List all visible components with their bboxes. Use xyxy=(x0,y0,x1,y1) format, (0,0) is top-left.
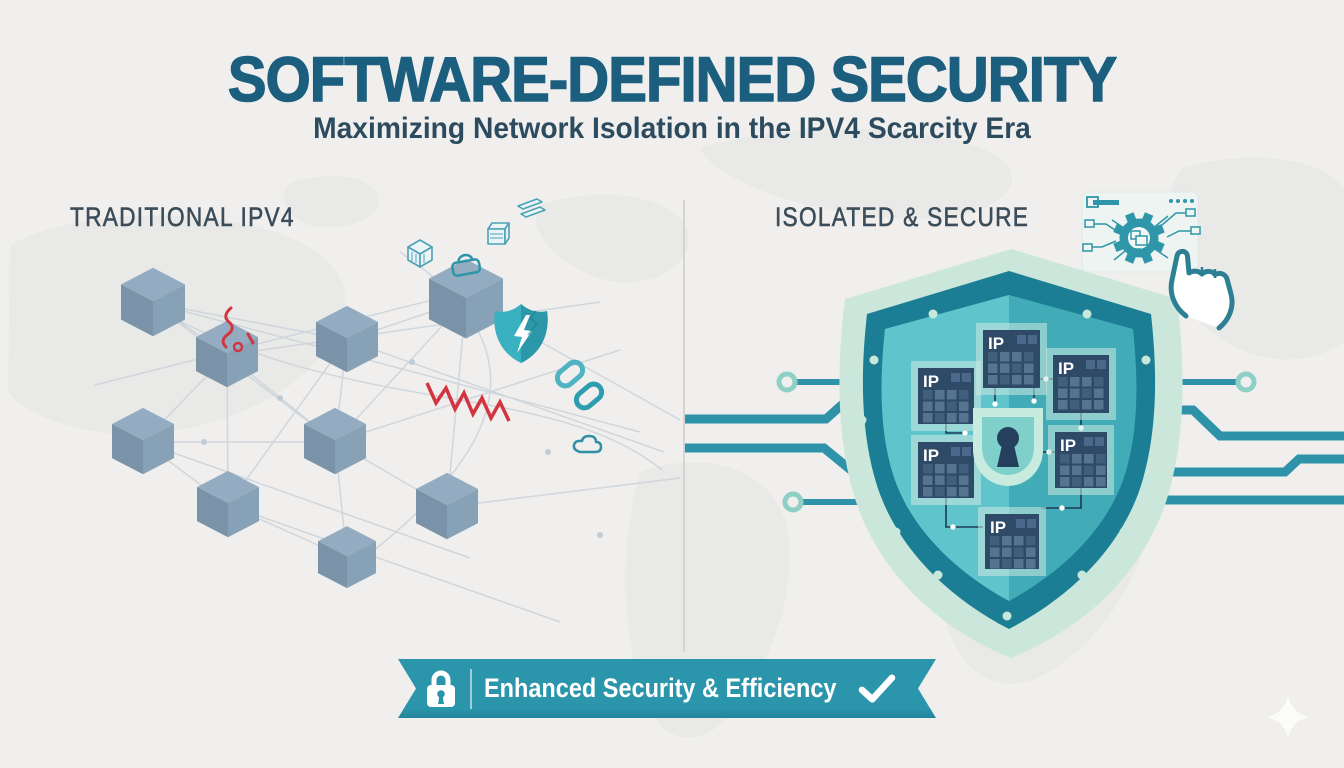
ip-block-label: IP xyxy=(1060,436,1076,455)
ip-block: IP xyxy=(1046,348,1116,420)
sparkle-decoration xyxy=(1267,696,1309,738)
panel-divider xyxy=(683,200,685,652)
cursor-hand-icon xyxy=(1168,248,1235,331)
checkmark-icon xyxy=(858,674,896,704)
ip-block: IP xyxy=(976,323,1047,395)
ip-block-label: IP xyxy=(923,446,939,465)
stacked-cards-icon xyxy=(517,198,543,210)
ip-block-label: IP xyxy=(990,518,1006,537)
banner-label: Enhanced Security & Efficiency xyxy=(484,673,837,703)
ip-block: IP xyxy=(1048,425,1114,495)
left-section-label: TRADITIONAL IPV4 xyxy=(70,202,295,233)
chain-link-icon xyxy=(554,359,605,411)
padlock-sketch-icon xyxy=(451,253,482,277)
broken-shield-icon xyxy=(494,304,548,363)
network-node-cube xyxy=(416,472,478,540)
ip-block-label: IP xyxy=(988,334,1004,353)
shield-rivet-dots xyxy=(857,309,1163,621)
network-node-cube xyxy=(304,407,366,475)
ip-block: IP xyxy=(911,435,981,505)
misc-node-icons xyxy=(407,198,546,268)
page-title: SOFTWARE-DEFINED SECURITY xyxy=(227,44,1118,116)
packet-zigzag-icon xyxy=(425,382,511,422)
ip-block-label: IP xyxy=(1058,359,1074,378)
network-node-cube xyxy=(429,259,503,339)
network-node-cube xyxy=(316,305,378,373)
banner-divider xyxy=(470,669,472,709)
mesh-junction-dots xyxy=(201,359,603,538)
network-node-cube xyxy=(112,407,174,475)
page-subtitle: Maximizing Network Isolation in the IPV4… xyxy=(313,112,1031,145)
keyhole-lock-icon xyxy=(973,408,1043,486)
ip-block: IP xyxy=(911,361,981,431)
network-node-cube xyxy=(318,526,376,589)
ip-blocks: IP IP IP IP IP IP xyxy=(911,323,1116,576)
attack-squiggle-icon xyxy=(221,306,255,353)
ip-block-label: IP xyxy=(923,372,939,391)
gear-panel-icon xyxy=(1081,191,1201,273)
padlock-icon xyxy=(424,668,458,710)
ip-block: IP xyxy=(978,507,1046,576)
network-node-cube xyxy=(197,470,259,538)
right-section-label: ISOLATED & SECURE xyxy=(775,202,1030,233)
network-nodes xyxy=(112,259,503,589)
banner-ribbon: Enhanced Security & Efficiency xyxy=(398,659,936,718)
network-node-cube xyxy=(121,267,185,337)
cloud-icon xyxy=(572,434,603,454)
